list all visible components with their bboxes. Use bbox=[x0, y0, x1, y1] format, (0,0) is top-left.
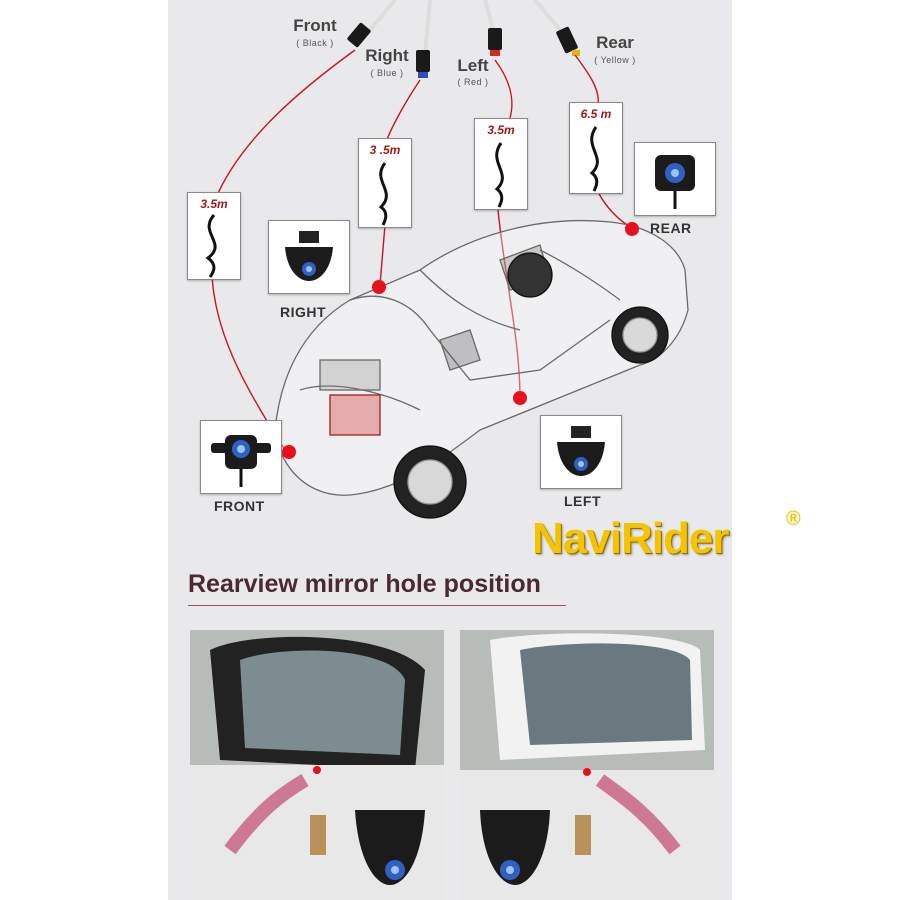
left-camera-box bbox=[540, 415, 622, 489]
rear-cable-length-box: 6.5 m bbox=[569, 102, 623, 194]
rear-cable-color: ( Yellow ) bbox=[594, 55, 636, 65]
right-cable-length: 3 .5m bbox=[369, 143, 401, 157]
right-cable-label: Right bbox=[365, 46, 409, 65]
bracket-camera-icon bbox=[211, 435, 271, 487]
coiled-cable-icon bbox=[589, 126, 599, 192]
front-camera-box bbox=[200, 420, 282, 494]
front-cable-color: ( Black ) bbox=[296, 38, 334, 48]
front-camera-label: FRONT bbox=[214, 498, 265, 514]
right-mount-point bbox=[372, 280, 386, 294]
title-underline bbox=[188, 605, 566, 606]
right-camera-box bbox=[268, 220, 350, 294]
left-wire bbox=[494, 59, 521, 399]
right-connector bbox=[416, 0, 432, 78]
section-title: Rearview mirror hole position bbox=[188, 570, 541, 598]
left-mount-point bbox=[513, 391, 527, 405]
left-cable-color: ( Red ) bbox=[457, 77, 489, 87]
dome-camera-icon bbox=[285, 231, 333, 281]
front-cable-length-box: 3.5m bbox=[187, 192, 241, 280]
right-mirror-photo bbox=[460, 630, 714, 900]
left-mirror-photo bbox=[190, 630, 444, 900]
mirror-drilling-illustration bbox=[460, 630, 714, 900]
brand-logo: NaviRider bbox=[532, 514, 729, 563]
rear-cable-length: 6.5 m bbox=[580, 107, 612, 121]
coiled-cable-icon bbox=[378, 162, 388, 226]
mirror-drilling-illustration bbox=[190, 630, 444, 900]
registered-mark: ® bbox=[786, 508, 801, 530]
coiled-cable-icon bbox=[494, 142, 504, 208]
front-cable-length: 3.5m bbox=[200, 197, 228, 211]
right-cable-length-box: 3 .5m bbox=[358, 138, 412, 228]
coiled-cable-icon bbox=[205, 214, 217, 278]
rear-camera-label: REAR bbox=[650, 220, 692, 236]
left-cable-length: 3.5m bbox=[487, 123, 515, 137]
left-cable-label: Left bbox=[457, 56, 489, 75]
right-camera-label: RIGHT bbox=[280, 304, 327, 320]
rear-cable-label: Rear bbox=[596, 33, 634, 52]
dome-camera-icon bbox=[557, 426, 605, 476]
right-cable-color: ( Blue ) bbox=[370, 68, 404, 78]
bracket-camera-icon bbox=[655, 155, 695, 209]
front-cable-label: Front bbox=[293, 16, 337, 35]
rear-connector bbox=[533, 0, 580, 56]
left-camera-label: LEFT bbox=[564, 493, 601, 509]
rear-camera-box bbox=[634, 142, 716, 216]
left-cable-length-box: 3.5m bbox=[474, 118, 528, 210]
left-connector bbox=[483, 0, 502, 56]
front-mount-point bbox=[282, 445, 296, 459]
front-connector bbox=[347, 0, 397, 48]
rear-mount-point bbox=[625, 222, 639, 236]
